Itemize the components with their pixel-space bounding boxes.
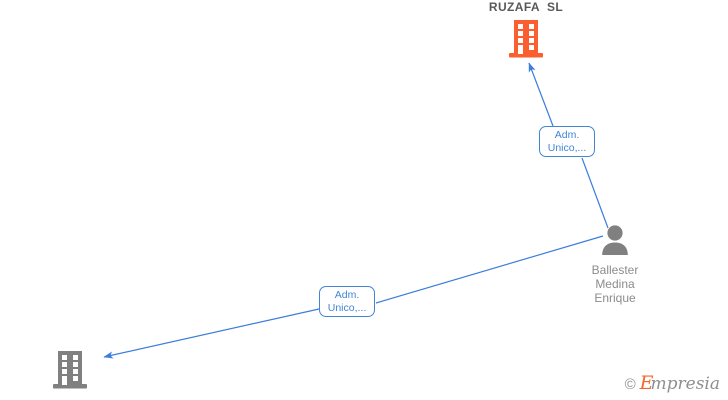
node-person[interactable]: Ballester Medina Enrique	[565, 224, 665, 305]
watermark-empresia: © Empresia	[625, 374, 720, 394]
relation-label-2-line-1: Adm.	[334, 289, 360, 301]
person-name-line-3: Enrique	[594, 291, 636, 305]
copyright-icon: ©	[624, 375, 636, 393]
edge-person-to-label-2	[375, 235, 604, 304]
person-name-line-2: Medina	[595, 277, 635, 291]
edge-person-to-label-1	[581, 157, 609, 229]
person-name-line-1: Ballester	[591, 263, 639, 277]
relation-label-2-line-2: Unico,...	[327, 302, 367, 314]
relation-label-adm-unico-1[interactable]: Adm. Unico,...	[539, 126, 595, 157]
node-company-second[interactable]	[20, 348, 120, 397]
person-icon[interactable]	[565, 224, 665, 261]
relation-label-1-line-1: Adm.	[554, 129, 580, 141]
building-icon[interactable]	[20, 348, 120, 397]
company-main-title: RUZAFA SL	[488, 0, 564, 14]
edge-label-2-to-company-second	[103, 308, 320, 359]
node-company-main[interactable]: RUZAFA SL	[451, 0, 601, 66]
person-name: Ballester Medina Enrique	[565, 263, 665, 305]
brand-initial: E	[639, 372, 654, 394]
building-icon[interactable]	[451, 17, 601, 66]
relation-label-1-line-2: Unico,...	[547, 142, 587, 154]
relation-label-adm-unico-2[interactable]: Adm. Unico,...	[319, 286, 375, 317]
brand-name: mpresia	[650, 374, 721, 394]
edge-label-1-to-company-main	[528, 62, 554, 127]
